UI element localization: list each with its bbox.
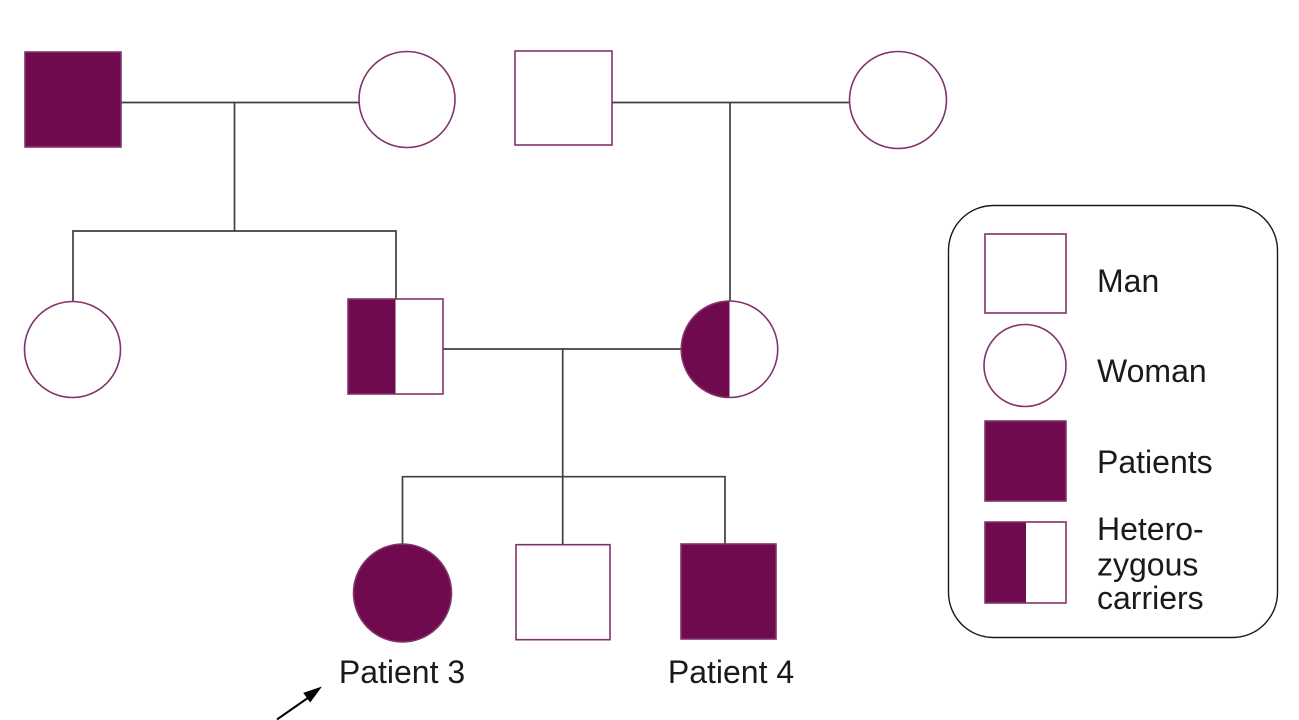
patient4-label: Patient 4 — [668, 654, 794, 690]
gen3-man-square — [515, 543, 611, 641]
gen2-carrier-woman-half-circle — [680, 300, 779, 399]
legend-het-label-line3: carriers — [1097, 580, 1204, 616]
legend-man-square — [984, 233, 1067, 314]
carrier-man-filled-half — [348, 299, 396, 394]
legend-man-label: Man — [1097, 263, 1159, 299]
carrier-man-outline — [347, 298, 444, 395]
gen2-carrier-man-half-square — [347, 298, 444, 395]
gen1-woman-circle — [358, 50, 456, 149]
patient3-label: Patient 3 — [339, 654, 465, 690]
legend-woman-label: Woman — [1097, 353, 1207, 389]
legend-heterozygous-half-square — [984, 521, 1067, 604]
legend-woman-circle — [983, 323, 1067, 408]
sibship-line-gen2 — [72, 230, 397, 302]
legend-het-label-line2: zygous — [1097, 547, 1198, 583]
carrier-woman-outline — [680, 300, 779, 399]
connector-lines — [72, 101, 850, 545]
gen1-affected-man-square — [24, 51, 122, 148]
legend-patients-label: Patients — [1097, 444, 1213, 480]
gen3-patient3-circle — [352, 543, 453, 643]
legend: Man Woman Patients Hetero- zygous carrie… — [947, 204, 1279, 639]
legend-box — [947, 204, 1279, 639]
proband-arrow-line — [276, 696, 310, 720]
carrier-woman-filled-half — [681, 301, 730, 398]
sibship-line-gen3 — [401, 475, 726, 544]
gen2-woman-circle — [23, 300, 122, 399]
legend-het-label-line1: Hetero- — [1097, 511, 1204, 547]
gen1-woman2-circle — [848, 50, 948, 150]
proband-arrow — [276, 686, 322, 720]
proband-arrow-head — [303, 686, 322, 703]
legend-het-filled-half — [985, 522, 1026, 603]
legend-patients-square — [984, 420, 1067, 502]
gen1-man-square — [514, 50, 613, 146]
legend-het-outline — [984, 521, 1067, 604]
gen3-patient4-square — [680, 543, 777, 640]
